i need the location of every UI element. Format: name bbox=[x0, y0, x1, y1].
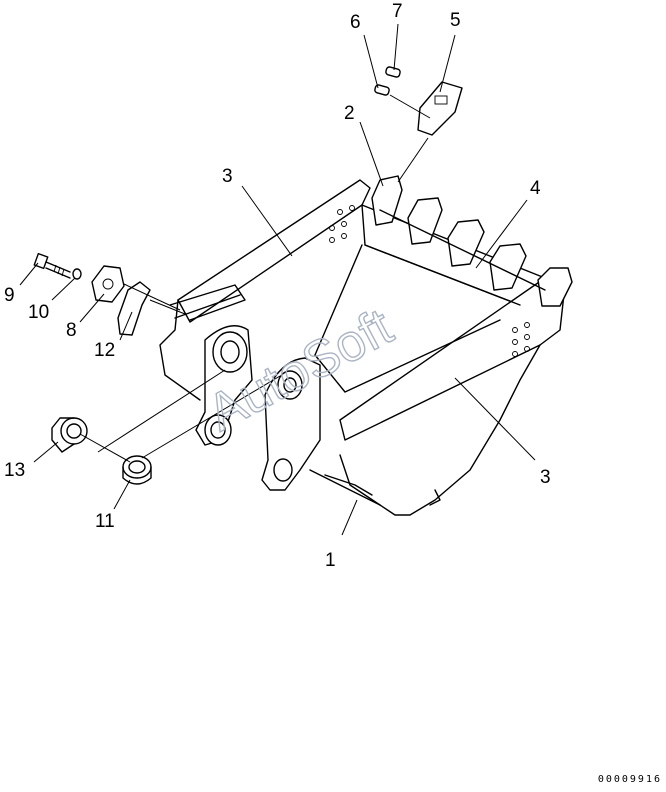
pin-part-6 bbox=[374, 84, 390, 96]
callout-3-right: 3 bbox=[540, 467, 551, 488]
callout-8: 8 bbox=[66, 320, 77, 341]
callouts: 1 2 3 3 4 5 6 7 8 9 10 11 12 13 bbox=[4, 1, 551, 571]
callout-12: 12 bbox=[94, 340, 115, 361]
bucket-body bbox=[159, 179, 566, 516]
bucket-teeth bbox=[371, 175, 573, 307]
tooth-point-part-5 bbox=[417, 81, 463, 136]
callout-6: 6 bbox=[350, 12, 361, 33]
leader-lines bbox=[19, 23, 536, 536]
tooth-slot bbox=[434, 95, 448, 105]
side-cutter-part-8 bbox=[91, 265, 125, 303]
lock-part-7 bbox=[385, 66, 401, 78]
callout-4: 4 bbox=[530, 178, 541, 199]
callout-7: 7 bbox=[392, 1, 403, 22]
washer-part-10 bbox=[72, 268, 82, 280]
bushing-part-13 bbox=[51, 417, 88, 453]
callout-3-left: 3 bbox=[222, 166, 233, 187]
bolt-part-9 bbox=[33, 252, 71, 279]
callout-5: 5 bbox=[450, 10, 461, 31]
callout-1: 1 bbox=[325, 550, 336, 571]
callout-9: 9 bbox=[4, 285, 15, 306]
shim-part-12 bbox=[117, 281, 151, 336]
callout-10: 10 bbox=[28, 302, 49, 323]
callout-2: 2 bbox=[344, 103, 355, 124]
callout-11: 11 bbox=[95, 511, 115, 532]
callout-13: 13 bbox=[4, 460, 25, 481]
document-number: 00009916 bbox=[597, 774, 662, 785]
